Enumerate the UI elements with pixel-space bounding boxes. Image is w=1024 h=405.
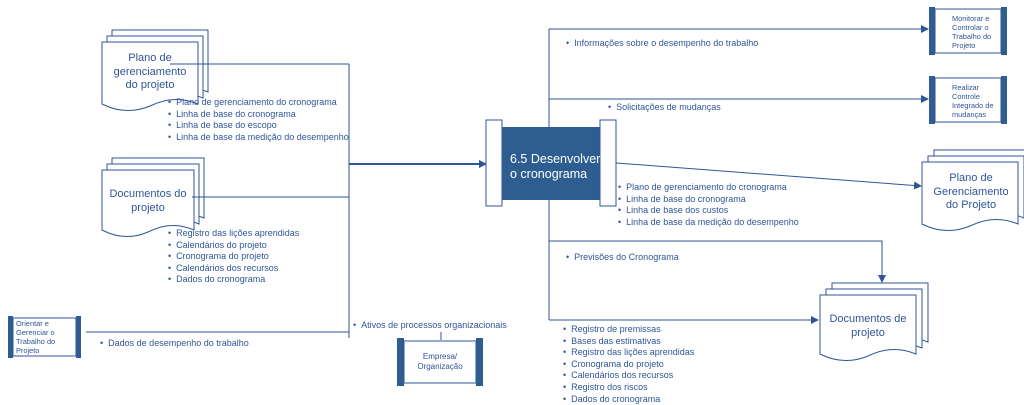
process-title: 6.5 Desenvolver o cronograma <box>510 152 601 181</box>
input-connectors <box>86 63 350 338</box>
list-item: •Plano de gerenciamento do cronograma <box>618 182 787 192</box>
org-box-title: Empresa/ Organização <box>417 352 463 371</box>
list-item: •Registro das lições aprendidas <box>168 228 300 238</box>
list-item: •Linha de base da medição do desempenho <box>618 216 799 227</box>
plano-doc-items: •Plano de gerenciamento do cronograma •L… <box>168 97 349 143</box>
plano-out-stack <box>921 149 1024 231</box>
list-item: •Bases das estimativas <box>563 335 661 346</box>
previsoes-label: •Previsões do Cronograma <box>566 252 679 262</box>
process-box <box>485 119 617 207</box>
list-item: •Calendários dos recursos <box>563 370 674 381</box>
documentos-doc-items: •Registro das lições aprendidas •Calendá… <box>168 228 299 286</box>
monitorar-box-title: Monitorar e Controlar o Trabalho do Proj… <box>952 14 992 50</box>
realizar-box <box>929 76 1007 124</box>
plano-out-items: •Plano de gerenciamento do cronograma •L… <box>618 182 799 228</box>
list-item: •Dados do cronograma <box>563 393 661 404</box>
list-item: •Linha de base do escopo <box>168 120 277 131</box>
orientar-box <box>8 316 81 358</box>
list-item: •Calendários dos recursos <box>168 262 279 273</box>
ativos-label: •Ativos de processos organizacionais <box>353 320 507 330</box>
plano-out-title: Plano de Gerenciamento do Projeto <box>933 172 1009 211</box>
dados-desempenho-label: •Dados de desempenho do trabalho <box>100 338 249 348</box>
plano-doc-stack <box>101 29 209 111</box>
documentos-out-title: Documentos de projeto <box>829 313 907 339</box>
solicitacoes-label: •Solicitações de mudanças <box>608 102 721 112</box>
list-item: •Cronograma do projeto <box>168 251 269 262</box>
list-item: •Plano de gerenciamento do cronograma <box>168 97 337 107</box>
documentos-out-items: •Registro de premissas •Bases das estima… <box>563 324 694 405</box>
list-item: •Linha de base da medição do desempenho <box>168 131 349 142</box>
list-item: •Registro das lições aprendidas <box>563 347 695 358</box>
list-item: •Dados do cronograma <box>168 274 266 285</box>
list-item: •Registro dos riscos <box>563 381 648 392</box>
list-item: •Linha de base do cronograma <box>168 108 296 119</box>
realizar-box-title: Realizar Controle Integrado de mudanças <box>952 83 994 119</box>
documentos-doc-stack <box>101 157 205 237</box>
list-item: •Calendários do projeto <box>168 239 267 250</box>
list-item: •Registro de premissas <box>563 324 661 334</box>
list-item: •Linha de base do cronograma <box>618 193 746 204</box>
documentos-doc-title: Documentos do projeto <box>109 188 187 214</box>
monitorar-box <box>929 7 1007 55</box>
documentos-out-stack <box>819 282 929 361</box>
orientar-box-title: Orientar e Gerenciar o Trabalho do Proje… <box>16 319 56 355</box>
list-item: •Cronograma do projeto <box>563 358 664 369</box>
informacoes-label: •Informações sobre o desempenho do traba… <box>566 38 759 48</box>
list-item: •Linha de base dos custos <box>618 205 729 216</box>
output-connectors <box>548 25 929 324</box>
org-box <box>397 332 483 386</box>
plano-doc-title: Plano de gerenciamento do projeto <box>113 52 187 91</box>
